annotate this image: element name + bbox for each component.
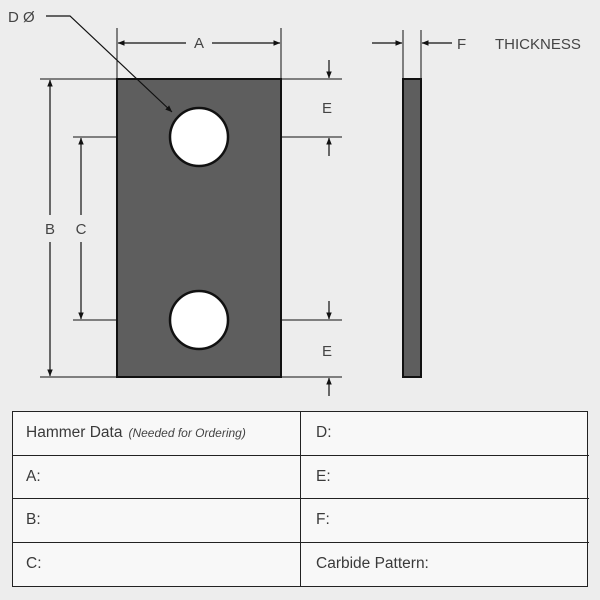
label-thickness: THICKNESS <box>495 36 581 53</box>
hammer-plate-drawing: D Ø A F THICKNESS E E B C <box>8 9 581 396</box>
table-field-e[interactable]: E: <box>301 456 589 499</box>
label-width-a: A <box>194 35 204 52</box>
field-label-e: E: <box>316 467 331 485</box>
table-field-c[interactable]: C: <box>13 542 301 586</box>
label-edge-top-e: E <box>322 100 332 117</box>
table-field-b[interactable]: B: <box>13 499 301 543</box>
table-title: Hammer Data <box>26 424 123 442</box>
field-label-c: C: <box>26 555 42 573</box>
label-length-b: B <box>45 221 55 238</box>
label-edge-bottom-e: E <box>322 343 332 360</box>
label-thickness-f: F <box>457 36 466 53</box>
table-field-d[interactable]: D: <box>301 412 589 456</box>
table-title-cell: Hammer Data (Needed for Ordering) <box>13 412 301 456</box>
table-field-a[interactable]: A: <box>13 455 301 499</box>
top-hole <box>168 106 230 168</box>
plate-side-view <box>402 78 422 378</box>
field-label-f: F: <box>316 511 330 529</box>
table-field-f[interactable]: F: <box>301 499 589 543</box>
hammer-data-table: Hammer Data (Needed for Ordering) D: A: … <box>12 411 589 587</box>
field-label-a: A: <box>26 467 41 485</box>
bottom-hole <box>168 289 230 351</box>
label-hole-diameter: D Ø <box>8 9 35 26</box>
table-title-note: (Needed for Ordering) <box>128 426 246 441</box>
label-spacing-c: C <box>76 221 87 238</box>
field-label-carbide-pattern: Carbide Pattern: <box>316 555 429 573</box>
table-field-carbide-pattern[interactable]: Carbide Pattern: <box>301 543 589 587</box>
hole-diameter-leader <box>46 15 173 113</box>
field-label-b: B: <box>26 511 41 529</box>
field-label-d: D: <box>316 424 332 442</box>
